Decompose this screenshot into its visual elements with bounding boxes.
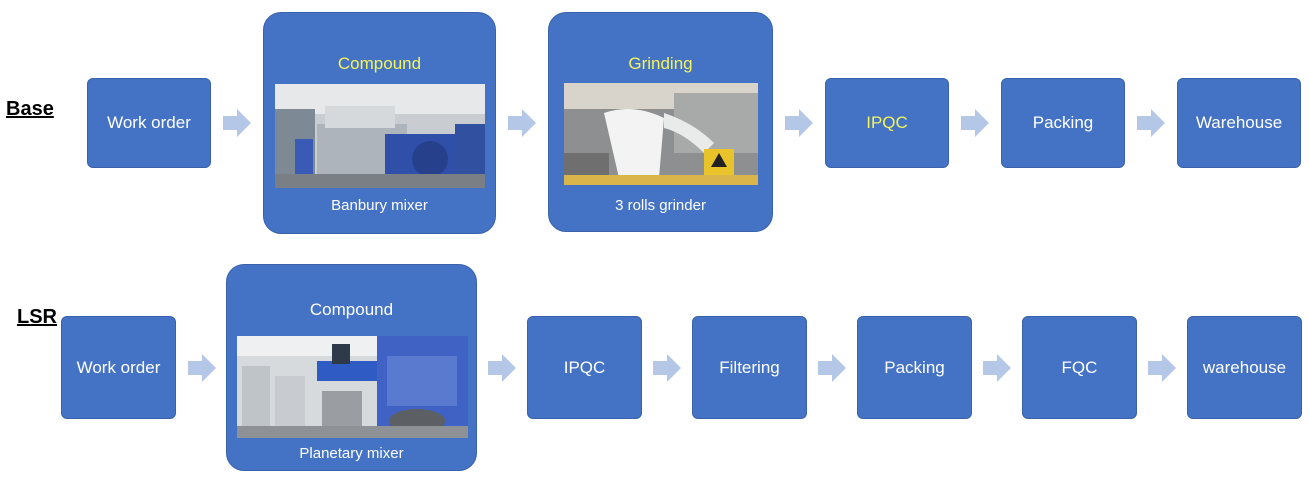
banbury-mixer-photo — [275, 84, 485, 188]
base-work-order-box[interactable]: Work order — [87, 78, 211, 168]
flow-arrow-icon — [653, 354, 681, 382]
base-ipqc-label: IPQC — [866, 113, 908, 132]
flow-arrow-icon — [785, 109, 813, 137]
flow-arrow-icon — [223, 109, 251, 137]
flow-arrow-icon — [188, 354, 216, 382]
flow-arrow-icon — [961, 109, 989, 137]
lsr-packing-box[interactable]: Packing — [857, 316, 972, 419]
lsr-fqc-label: FQC — [1061, 357, 1098, 377]
base-compound-box[interactable]: Compound Banbury mixer — [263, 12, 496, 234]
base-warehouse-label: Warehouse — [1195, 113, 1283, 132]
base-ipqc-box[interactable]: IPQC — [825, 78, 949, 168]
lsr-warehouse-label: warehouse — [1202, 357, 1287, 377]
base-grinding-title: Grinding — [628, 54, 693, 73]
flow-arrow-icon — [818, 354, 846, 382]
base-work-order-label: Work order — [107, 113, 191, 132]
lsr-warehouse-box[interactable]: warehouse — [1187, 316, 1302, 419]
base-warehouse-box[interactable]: Warehouse — [1177, 78, 1301, 168]
three-roll-grinder-photo — [564, 83, 758, 185]
lsr-work-order-label: Work order — [76, 357, 161, 377]
base-compound-caption: Banbury mixer — [331, 197, 428, 214]
lsr-compound-caption: Planetary mixer — [299, 445, 404, 462]
base-grinding-caption: 3 rolls grinder — [615, 197, 706, 214]
lsr-packing-label: Packing — [884, 357, 945, 377]
flow-arrow-icon — [983, 354, 1011, 382]
flow-arrow-icon — [488, 354, 516, 382]
lsr-ipqc-label: IPQC — [563, 357, 606, 377]
lsr-compound-title: Compound — [309, 300, 394, 319]
base-grinding-box[interactable]: Grinding 3 rolls grinder — [548, 12, 773, 232]
flow-arrow-icon — [1148, 354, 1176, 382]
row-label-lsr: LSR — [17, 306, 57, 328]
lsr-ipqc-box[interactable]: IPQC — [527, 316, 642, 419]
lsr-work-order-box[interactable]: Work order — [61, 316, 176, 419]
lsr-compound-box[interactable]: Compound Planetary mixer — [226, 264, 477, 471]
flow-arrow-icon — [1137, 109, 1165, 137]
base-packing-label: Packing — [1032, 113, 1094, 132]
lsr-fqc-box[interactable]: FQC — [1022, 316, 1137, 419]
flow-arrow-icon — [508, 109, 536, 137]
row-label-base: Base — [6, 98, 54, 120]
lsr-filtering-label: Filtering — [719, 357, 780, 377]
lsr-filtering-box[interactable]: Filtering — [692, 316, 807, 419]
base-compound-title: Compound — [337, 54, 422, 73]
base-packing-box[interactable]: Packing — [1001, 78, 1125, 168]
planetary-mixer-photo — [237, 336, 468, 438]
